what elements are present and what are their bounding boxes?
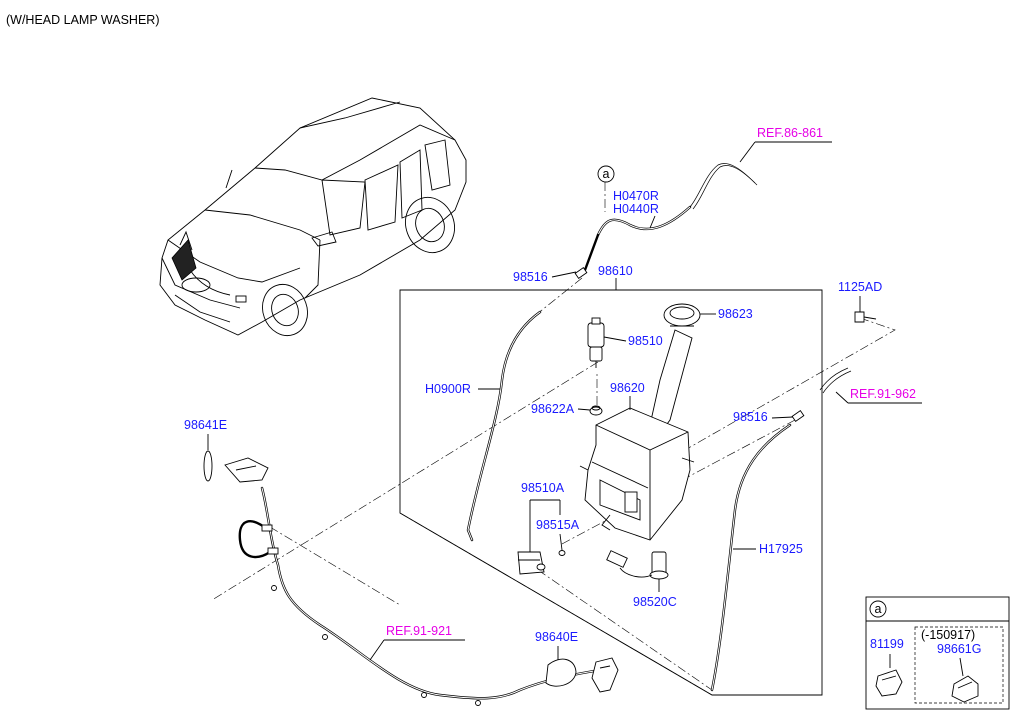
- label-98620[interactable]: 98620: [610, 381, 645, 395]
- label-98510[interactable]: 98510: [628, 334, 663, 348]
- label-81199[interactable]: 81199: [870, 637, 904, 651]
- bolt-1125ad: [854, 311, 877, 323]
- label-h17925[interactable]: H17925: [759, 542, 803, 556]
- hose-clips: [261, 524, 481, 706]
- label-h0440r[interactable]: H0440R: [613, 202, 659, 216]
- washer-pump-98510: [587, 317, 605, 368]
- inset-date-range: (-150917): [921, 628, 975, 642]
- hose-ref-91-962: [819, 367, 852, 394]
- label-98520c[interactable]: 98520C: [633, 595, 677, 609]
- label-98516-right[interactable]: 98516: [733, 410, 768, 424]
- cover-98640e: [545, 658, 577, 687]
- headlamp-nozzle: [224, 457, 269, 483]
- ref-91-921-link[interactable]: REF.91-921: [386, 624, 452, 638]
- reservoir-98620: [579, 329, 695, 541]
- connector-98516-top: [574, 267, 588, 279]
- filler-cap-98623: [663, 303, 701, 327]
- label-98640e[interactable]: 98640E: [535, 630, 578, 644]
- headlamp-nozzle-right: [591, 657, 619, 693]
- leader-ref-91-921: [369, 639, 465, 661]
- hose-h17925: [710, 423, 792, 692]
- label-98610[interactable]: 98610: [598, 264, 633, 278]
- leader-98510: [603, 336, 627, 342]
- svg-text:a: a: [603, 167, 610, 181]
- gasket-98641e: [203, 450, 213, 482]
- connector-98516-right: [791, 410, 805, 422]
- grommet-98515a: [558, 550, 566, 556]
- leader-ref-91-962: [835, 391, 922, 404]
- hose-ref-86-861: [689, 163, 758, 210]
- leader-98515a: [559, 533, 563, 551]
- label-98515a[interactable]: 98515A: [536, 518, 580, 532]
- leader-98622a: [577, 408, 591, 411]
- label-98510a[interactable]: 98510A: [521, 481, 565, 495]
- clip-81199: [875, 669, 903, 697]
- washer-pump-98510a: [517, 550, 566, 575]
- leader-h0440r: [649, 215, 656, 229]
- label-98516-top[interactable]: 98516: [513, 270, 548, 284]
- leader-98516-top: [551, 271, 577, 278]
- grommet-98622a: [589, 405, 603, 416]
- ref-91-962-link[interactable]: REF.91-962: [850, 387, 916, 401]
- label-98623[interactable]: 98623: [718, 307, 753, 321]
- leader-98661g: [959, 657, 964, 677]
- clip-98661g: [951, 675, 979, 703]
- label-h0900r[interactable]: H0900R: [425, 382, 471, 396]
- label-98641e[interactable]: 98641E: [184, 418, 227, 432]
- ref-86-861-link[interactable]: REF.86-861: [757, 126, 823, 140]
- leader-98510a: [529, 499, 561, 552]
- svg-text:a: a: [875, 602, 882, 616]
- leader-98516-right: [771, 416, 794, 419]
- leader-ref-86-861: [739, 141, 832, 163]
- inset-callout-a[interactable]: a: [869, 600, 887, 618]
- label-98622a[interactable]: 98622A: [531, 402, 575, 416]
- connection-lines: [211, 182, 896, 696]
- vehicle-illustration: [159, 97, 467, 337]
- inset-detail-a: a (-150917) 81199 98661G: [865, 596, 1010, 710]
- label-98661g[interactable]: 98661G: [937, 642, 981, 656]
- inset-date-box: [914, 626, 1004, 704]
- assembly-outline: [399, 289, 823, 696]
- hose-h0470r: [583, 205, 692, 272]
- callout-a[interactable]: a: [597, 165, 615, 183]
- level-sensor-98520c: [606, 550, 669, 580]
- hose-ref-91-921: [238, 486, 602, 700]
- page-title: (W/HEAD LAMP WASHER): [6, 13, 160, 27]
- hose-h0900r: [466, 310, 542, 542]
- label-1125ad[interactable]: 1125AD: [838, 280, 882, 294]
- label-h0470r[interactable]: H0470R: [613, 189, 659, 203]
